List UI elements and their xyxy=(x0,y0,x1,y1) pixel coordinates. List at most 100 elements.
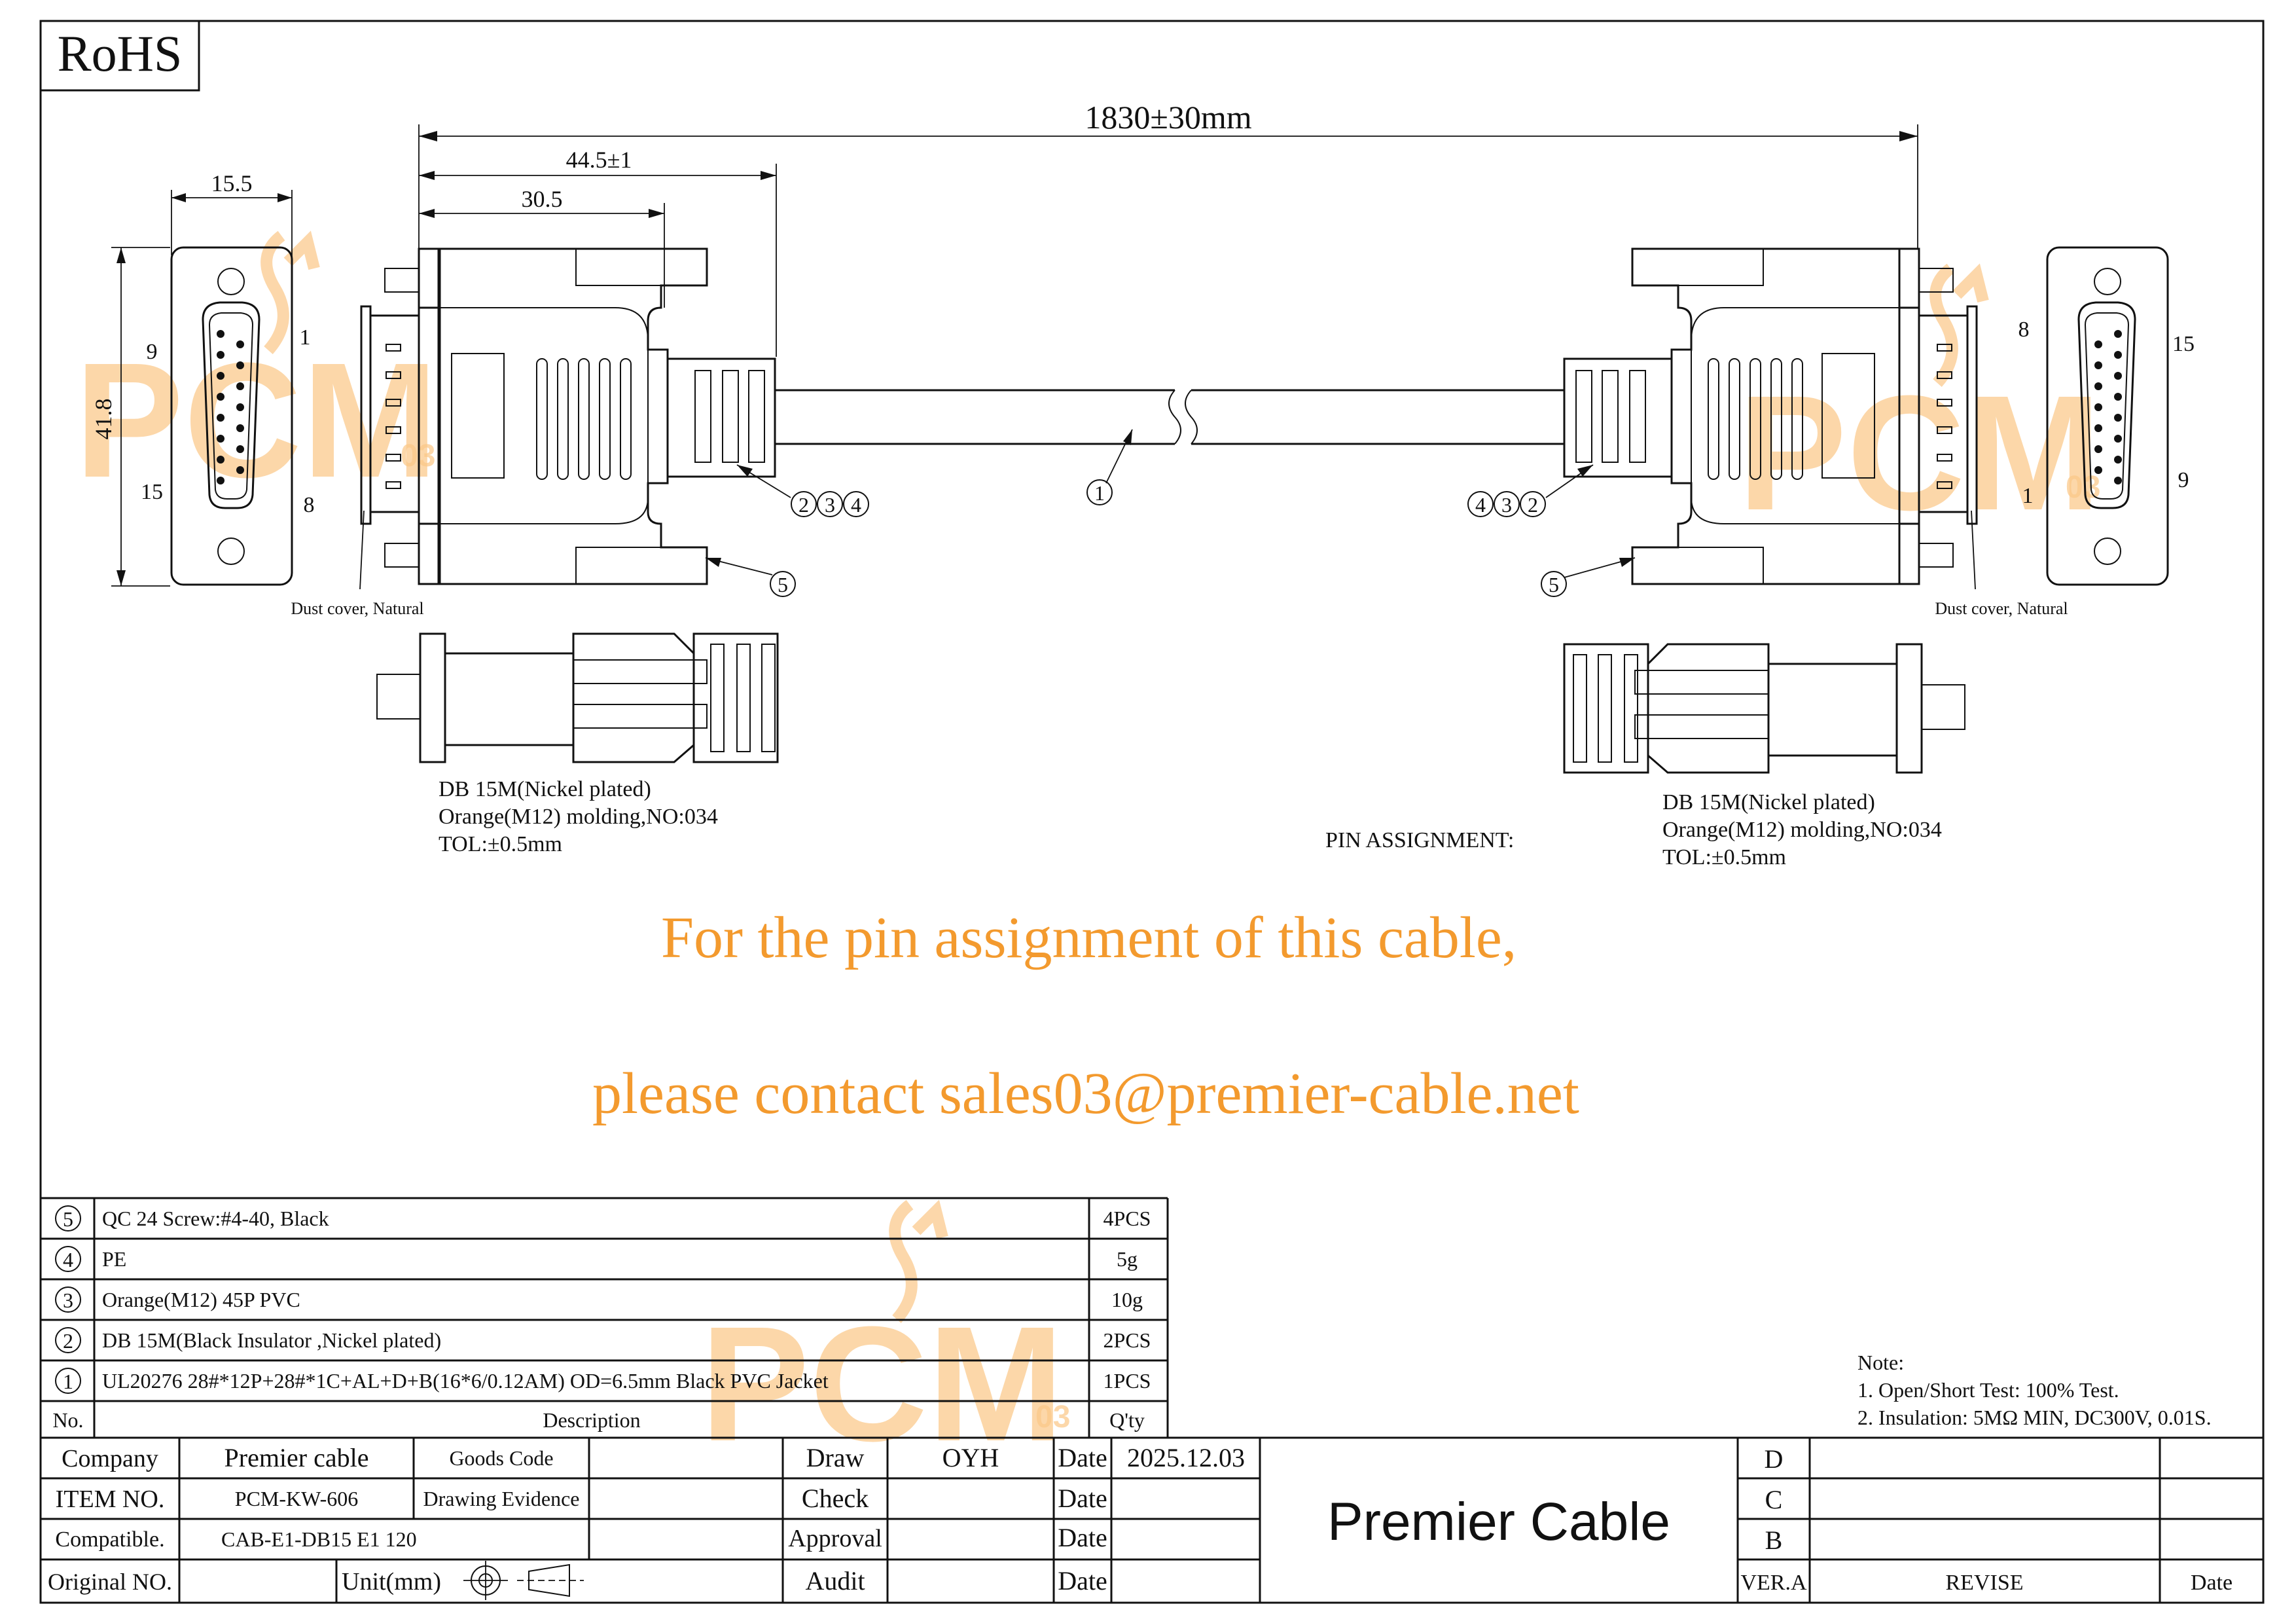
svg-text:B: B xyxy=(1765,1525,1783,1555)
svg-text:PCM-KW-606: PCM-KW-606 xyxy=(235,1487,358,1510)
svg-text:Date: Date xyxy=(2191,1571,2233,1595)
svg-text:Original NO.: Original NO. xyxy=(48,1569,172,1595)
left-top-view xyxy=(376,632,779,763)
svg-text:No.: No. xyxy=(52,1408,83,1432)
pin-assignment-label: PIN ASSIGNMENT: xyxy=(1325,828,1514,852)
watermark-left: PCM 03 xyxy=(75,230,439,511)
svg-text:Draw: Draw xyxy=(806,1443,865,1472)
svg-text:9: 9 xyxy=(2178,468,2189,492)
svg-text:D: D xyxy=(1765,1444,1784,1474)
svg-text:C: C xyxy=(1765,1485,1783,1514)
svg-text:9: 9 xyxy=(147,340,158,364)
notes: Note: 1. Open/Short Test: 100% Test. 2. … xyxy=(1857,1351,2212,1429)
svg-text:Dust cover, Natural: Dust cover, Natural xyxy=(291,599,423,618)
svg-text:1: 1 xyxy=(63,1370,73,1393)
svg-text:Orange(M12) 45P PVC: Orange(M12) 45P PVC xyxy=(102,1288,300,1311)
svg-text:PE: PE xyxy=(102,1247,126,1271)
svg-text:1: 1 xyxy=(1094,481,1105,505)
cable xyxy=(775,389,1564,445)
title-block: Company Premier cable Goods Code ITEM NO… xyxy=(41,1438,2263,1603)
callout-right-5: 5 xyxy=(1541,557,1636,597)
rohs-label: RoHS xyxy=(58,25,183,82)
svg-text:OYH: OYH xyxy=(942,1443,999,1472)
svg-text:44.5±1: 44.5±1 xyxy=(566,147,632,173)
svg-text:Date: Date xyxy=(1058,1523,1107,1552)
svg-text:1PCS: 1PCS xyxy=(1103,1369,1151,1393)
svg-text:PCM: PCM xyxy=(700,1292,1064,1475)
svg-text:Company: Company xyxy=(62,1445,158,1472)
svg-text:DB 15M(Black Insulator ,Nickel: DB 15M(Black Insulator ,Nickel plated) xyxy=(102,1328,441,1352)
svg-text:3: 3 xyxy=(1501,493,1512,517)
svg-text:1. Open/Short Test: 100% Test.: 1. Open/Short Test: 100% Test. xyxy=(1857,1378,2119,1402)
notice-line-1: For the pin assignment of this cable, xyxy=(661,905,1516,970)
svg-text:3: 3 xyxy=(63,1288,73,1312)
svg-text:03: 03 xyxy=(1035,1400,1070,1434)
svg-text:DB 15M(Nickel plated): DB 15M(Nickel plated) xyxy=(1662,790,1875,814)
svg-text:8: 8 xyxy=(2018,318,2030,342)
svg-text:41.8: 41.8 xyxy=(90,399,117,440)
dimension-overall: 1830±30mm xyxy=(418,99,1918,249)
svg-text:5: 5 xyxy=(1549,573,1559,596)
svg-text:5: 5 xyxy=(63,1207,73,1231)
svg-text:Compatible.: Compatible. xyxy=(55,1527,164,1552)
dimension-41-8: 41.8 xyxy=(90,247,170,587)
svg-text:1: 1 xyxy=(2022,484,2034,508)
svg-text:2: 2 xyxy=(63,1329,73,1353)
rohs-badge: RoHS xyxy=(39,20,200,92)
projection-symbol xyxy=(463,1561,584,1600)
dust-cover-right: Dust cover, Natural xyxy=(1935,510,2068,618)
svg-text:2: 2 xyxy=(1528,493,1538,517)
bom-row: 3 Orange(M12) 45P PVC 10g xyxy=(55,1286,1143,1313)
svg-text:1: 1 xyxy=(300,325,311,350)
dimension-30-5: 30.5 xyxy=(419,186,665,308)
svg-text:5g: 5g xyxy=(1117,1247,1138,1271)
dust-cover-left: Dust cover, Natural xyxy=(291,510,424,618)
brand-title: Premier Cable xyxy=(1327,1492,1670,1552)
svg-text:15.5: 15.5 xyxy=(211,170,253,196)
left-spec: DB 15M(Nickel plated) Orange(M12) moldin… xyxy=(439,777,718,856)
svg-text:4: 4 xyxy=(63,1248,73,1271)
svg-text:4: 4 xyxy=(1475,493,1486,517)
svg-text:Goods Code: Goods Code xyxy=(449,1446,553,1470)
svg-text:VER.A: VER.A xyxy=(1740,1571,1807,1595)
svg-text:Dust cover, Natural: Dust cover, Natural xyxy=(1935,599,2068,618)
right-connector-face: 8 15 1 9 xyxy=(2018,246,2195,586)
svg-text:Q'ty: Q'ty xyxy=(1109,1408,1145,1432)
svg-text:Date: Date xyxy=(1058,1566,1107,1596)
left-connector-side xyxy=(360,247,776,585)
svg-text:8: 8 xyxy=(304,493,315,517)
svg-text:ITEM NO.: ITEM NO. xyxy=(56,1486,165,1513)
svg-text:3: 3 xyxy=(825,493,835,517)
bom-table: 5 QC 24 Screw:#4-40, Black 4PCS 4 PE 5g … xyxy=(41,1197,2263,1439)
svg-text:REVISE: REVISE xyxy=(1946,1571,2024,1595)
bom-header: No. Description Q'ty xyxy=(52,1408,1144,1432)
svg-text:4: 4 xyxy=(851,493,861,517)
svg-text:2. Insulation: 5MΩ MIN, DC300: 2. Insulation: 5MΩ MIN, DC300V, 0.01S. xyxy=(1857,1406,2212,1429)
bom-row: 1 UL20276 28#*12P+28#*1C+AL+D+B(16*6/0.1… xyxy=(55,1368,1151,1394)
dimension-15-5: 15.5 xyxy=(171,170,293,262)
watermark-table: PCM 03 xyxy=(700,1199,1070,1475)
svg-text:Audit: Audit xyxy=(805,1566,865,1596)
svg-text:TOL:±0.5mm: TOL:±0.5mm xyxy=(439,832,562,856)
svg-text:QC 24 Screw:#4-40, Black: QC 24 Screw:#4-40, Black xyxy=(102,1207,329,1230)
bom-row: 5 QC 24 Screw:#4-40, Black 4PCS xyxy=(55,1205,1151,1231)
callout-left-234: 2 3 4 xyxy=(736,464,869,517)
bom-row: 2 DB 15M(Black Insulator ,Nickel plated)… xyxy=(55,1327,1151,1353)
svg-text:4PCS: 4PCS xyxy=(1103,1207,1151,1230)
svg-text:Premier cable: Premier cable xyxy=(224,1443,369,1472)
right-spec: DB 15M(Nickel plated) Orange(M12) moldin… xyxy=(1662,790,1942,869)
svg-text:Approval: Approval xyxy=(788,1525,882,1552)
svg-text:Note:: Note: xyxy=(1857,1351,1904,1374)
svg-text:Description: Description xyxy=(543,1408,640,1432)
svg-text:2: 2 xyxy=(798,493,809,517)
svg-text:10g: 10g xyxy=(1111,1288,1143,1311)
callout-right-432: 4 3 2 xyxy=(1467,464,1594,517)
svg-text:30.5: 30.5 xyxy=(522,186,563,212)
dimension-44-5: 44.5±1 xyxy=(419,147,777,357)
callout-left-5: 5 xyxy=(705,557,796,597)
svg-text:2025.12.03: 2025.12.03 xyxy=(1127,1443,1245,1472)
svg-text:CAB-E1-DB15 E1 120: CAB-E1-DB15 E1 120 xyxy=(221,1527,417,1551)
svg-text:Orange(M12) molding,NO:034: Orange(M12) molding,NO:034 xyxy=(439,805,718,829)
bom-row: 4 PE 5g xyxy=(55,1246,1138,1272)
